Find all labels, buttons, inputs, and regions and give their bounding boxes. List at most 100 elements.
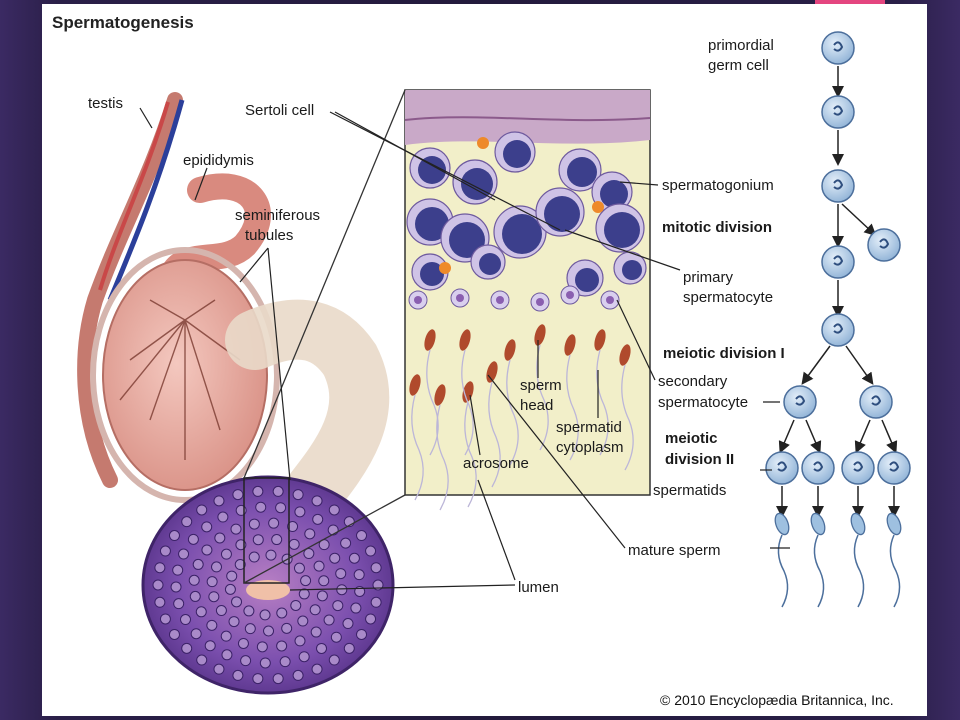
tubule-cell [356,628,368,640]
tubule-cell [232,489,244,501]
tubule-cell [195,606,207,618]
tubule-cell [252,485,264,497]
sperm-tail [464,401,477,508]
tubule-cell [173,598,185,610]
cell-nucleus [418,156,446,184]
tubule-cell [220,630,232,642]
cell-nucleus [795,395,806,406]
tubule-cell [228,616,240,628]
tubule-cell [179,614,191,626]
tubule-cell [234,559,246,571]
tubule-cell [293,562,305,574]
tubule-cell [316,590,328,602]
sperm-tail [411,394,424,501]
tubule-cell [170,581,182,593]
tubule-cell [312,513,324,525]
mature-sperm-tail [889,534,901,608]
tubule-cell [237,637,249,649]
cell-nucleus [777,461,788,472]
tubule-cell [188,574,200,586]
sperm-head [434,384,446,406]
tubule-cell [189,590,201,602]
tubule-cell [224,583,236,595]
tubule-cell [292,489,304,501]
sperm-tail [536,344,549,451]
granule [477,137,489,149]
tubule-cell [154,562,166,574]
tubule-cell [304,528,316,540]
mature-sperm-tail [813,534,825,608]
tubule-cell [215,605,227,617]
spermatid-nucleus [566,291,574,299]
label-sertoli-cell: Sertoli cell [245,102,314,119]
tubule-cell [294,635,306,647]
sperm-head [424,329,436,351]
sperm-tail [488,381,501,488]
spermatid-cell [841,451,875,485]
leader-lines [139,107,790,591]
tubule-cell [298,588,310,600]
tubule-cell [159,613,171,625]
tubule-cell [159,545,171,557]
tubule-cell [196,654,208,666]
mature-sperm-head [850,512,866,536]
tubule-cell [168,628,180,640]
tubule-cell [259,657,271,669]
tubule-cell [272,673,284,685]
spermatid-cell [765,451,799,485]
tubule-cell [281,622,293,634]
tubule-cell [268,517,280,529]
granule [439,262,451,274]
label-secondary-line2: spermatocyte [658,394,748,411]
tubule-cell [279,656,291,668]
spermatid-nucleus [536,298,544,306]
tubule-cell [298,651,310,663]
sperm-head [594,329,606,351]
spermatid-cell [801,451,835,485]
tubule-cell [187,533,199,545]
tubule-cell [265,549,277,561]
mature-sperm-head [774,512,790,536]
cell-nucleus [833,255,844,266]
tubule-cell [290,599,302,611]
tubule-cell [311,495,323,507]
sperm-head [619,344,631,366]
tubule-cell [244,623,256,635]
tubule-cell [252,673,264,685]
sperm-head [409,374,421,396]
tubule-cell [275,502,287,514]
lineage-arrow [881,419,898,454]
label-lumen: lumen [518,579,559,596]
zoom-line-top [243,89,406,479]
tubule-cell [316,642,328,654]
tubule-cell [220,548,232,560]
tubule-cell [365,545,377,557]
tubule-cell [287,521,299,533]
label-seminiferous-line2: tubules [245,227,293,244]
spermatid-nucleus [456,294,464,302]
spermatid-nucleus [414,296,422,304]
lineage-arrow [845,345,874,385]
tubule-cell [230,523,242,535]
lineage-arrow [854,419,871,454]
tubule-cell [217,511,229,523]
sperm-tail [461,349,474,456]
sperm-head [564,334,576,356]
tubule-cell [309,604,321,616]
lineage-arrow [801,345,831,385]
tubule-cell [211,561,223,573]
tubule-cell [213,495,225,507]
tubule-cell [201,544,213,556]
tubule-cell [343,642,355,654]
cell-nucleus [604,212,640,248]
cell-nucleus [833,179,844,190]
cell-nucleus [833,105,844,116]
tubule-cell [226,570,238,582]
cell-nucleus [833,323,844,334]
tubule-cell [178,548,190,560]
primordial-germ-cell [821,31,855,65]
tubule-cell [232,669,244,681]
label-spermatid-cytoplasm-line2: cytoplasm [556,439,624,456]
cell-nucleus [420,262,444,286]
